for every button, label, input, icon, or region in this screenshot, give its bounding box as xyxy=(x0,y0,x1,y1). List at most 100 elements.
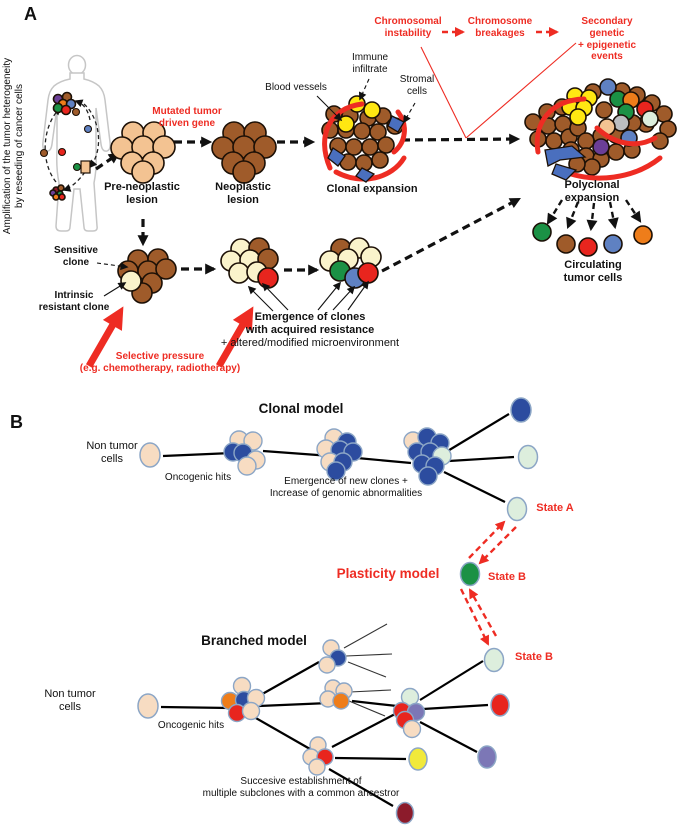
flow-arrows xyxy=(95,133,642,276)
branched-branch-down xyxy=(253,716,311,750)
clonal-expansion-label: Clonal expansion xyxy=(326,183,418,195)
ctc-fan-arrow-5 xyxy=(625,199,642,223)
branched-endpoint-red xyxy=(490,693,510,717)
intrinsic-resistant-label: Intrinsic resistant clone xyxy=(38,290,110,313)
emergence-bold-label: Emergence of clones with acquired resist… xyxy=(245,311,375,336)
pointer-stromal-cells xyxy=(403,102,416,124)
state-b-green-cell xyxy=(459,561,481,587)
non-tumor-cells-label-2: Non tumor cells xyxy=(44,688,96,713)
stromal-cells-label: Stromal cells xyxy=(399,74,435,97)
arrow-clonal-to-polyclonal xyxy=(401,133,521,145)
cell xyxy=(237,456,257,476)
clonal-model-cluster-3 xyxy=(403,427,452,486)
cell xyxy=(402,719,422,739)
cell xyxy=(120,270,142,292)
stromal-shape-1 xyxy=(387,115,405,133)
polyclonal-expansion-cluster xyxy=(524,78,677,176)
pointer-immune-infiltrate xyxy=(358,78,370,101)
cell xyxy=(556,234,576,254)
clonal-model-cluster-1 xyxy=(223,430,266,476)
pointer-emergence-5 xyxy=(347,280,369,311)
red-line-right xyxy=(465,42,577,139)
branched-line-to-darkred xyxy=(328,768,394,807)
plasticity-arrow-down-1 xyxy=(478,526,517,565)
cell xyxy=(659,120,677,138)
cell xyxy=(599,78,617,96)
loop-left xyxy=(44,106,62,183)
seeded-cell-dot xyxy=(57,147,67,157)
red-line-left xyxy=(420,46,467,139)
cell xyxy=(583,158,601,176)
pointer-emergence-4 xyxy=(332,285,356,311)
neoplastic-cluster xyxy=(211,121,277,184)
seeded-cell-dot xyxy=(71,107,81,117)
clonal-branch-up xyxy=(445,413,510,453)
cell xyxy=(369,123,387,141)
vessel-clonal-1 xyxy=(322,101,365,171)
vessel-poly-1 xyxy=(534,96,587,155)
ctc-fan-arrow-2 xyxy=(566,201,580,230)
cell xyxy=(131,160,155,184)
red-annotations xyxy=(85,27,577,646)
fine-branch-4 xyxy=(349,689,392,693)
plasticity-arrow-up-1 xyxy=(468,520,506,559)
body-knee-tumor-cluster xyxy=(49,184,66,201)
plasticity-model-title: Plasticity model xyxy=(336,566,440,581)
loop-to-knee xyxy=(62,171,86,192)
cell xyxy=(60,104,72,116)
stromal-shape-2 xyxy=(327,147,346,167)
cell xyxy=(241,701,261,721)
immune-infiltrate-label: Immune infiltrate xyxy=(351,52,389,75)
branched-model-root-cluster xyxy=(220,676,266,723)
sensitive-resistant-cluster xyxy=(117,248,177,304)
ctc-fan-arrow-1 xyxy=(546,199,564,225)
circulating-tumor-cells xyxy=(532,222,653,257)
stromal-shape-3 xyxy=(355,167,376,183)
cell xyxy=(569,108,587,126)
cell xyxy=(345,138,363,156)
oncogenic-hits-label-2: Oncogenic hits xyxy=(157,720,225,731)
emergence-new-clones-label: Emergence of new clones + Increase of ge… xyxy=(269,476,423,499)
mixed-branch-to-purple xyxy=(419,721,478,753)
cell xyxy=(228,262,250,284)
plasticity-arrow-down-2 xyxy=(459,588,490,646)
clonal-endpoint-blue xyxy=(510,397,532,423)
branched-line-1 xyxy=(160,705,231,710)
stromal-cell-shapes xyxy=(327,115,587,183)
vessel-clonal-2 xyxy=(333,155,407,182)
clonal-line-3 xyxy=(356,456,412,465)
branched-model-title: Branched model xyxy=(201,633,307,648)
stromal-shape-5 xyxy=(551,163,578,181)
cell xyxy=(58,193,66,201)
cell xyxy=(57,184,65,192)
hip-lesion-square xyxy=(80,160,91,174)
cell-clusters xyxy=(39,78,677,825)
state-a-cell xyxy=(506,496,528,522)
panel-b-label: B xyxy=(10,412,23,432)
clonal-branch-down xyxy=(443,471,506,503)
branched-subclone-orange xyxy=(319,679,353,710)
chromosomal-instability-label: Chromosomal instability xyxy=(374,16,442,39)
cell xyxy=(318,656,336,674)
cell xyxy=(308,758,326,776)
branched-subclone-red xyxy=(302,736,334,776)
cell xyxy=(577,132,595,150)
cell xyxy=(377,136,395,154)
fine-branch-5 xyxy=(348,700,386,717)
loop-into-chest xyxy=(74,99,91,121)
branched-mixed-cluster xyxy=(392,687,426,739)
human-body-silhouette xyxy=(42,54,111,232)
mixed-branch-to-red xyxy=(422,703,489,711)
sensitive-clone-label: Sensitive clone xyxy=(54,245,98,268)
branched-branch-up xyxy=(256,661,320,698)
cell xyxy=(595,101,613,119)
fine-branch-1 xyxy=(343,623,388,649)
cell xyxy=(52,193,60,201)
reseeding-loops xyxy=(44,99,100,192)
acquired-resistance-cluster-2 xyxy=(319,237,382,289)
clonal-line-1 xyxy=(162,451,233,458)
branched-line-red-to-mixed xyxy=(331,712,398,748)
cell xyxy=(641,110,659,128)
neoplastic-label: Neoplastic lesion xyxy=(215,181,271,206)
